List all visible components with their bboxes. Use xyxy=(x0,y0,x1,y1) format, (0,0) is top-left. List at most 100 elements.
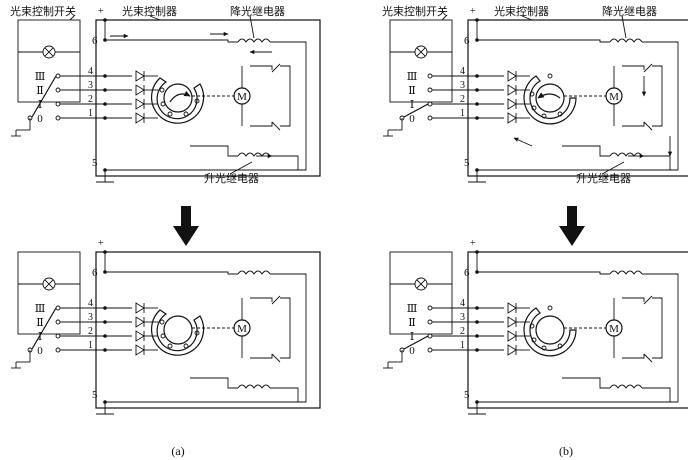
diode xyxy=(135,84,145,96)
dim-relay-coil xyxy=(609,38,643,43)
switch-label: 光束控制开关 xyxy=(382,4,448,18)
motor-label: M xyxy=(609,323,619,335)
terminal-5: 5 xyxy=(464,157,470,169)
diode xyxy=(135,112,145,124)
terminal-6: 6 xyxy=(92,267,98,279)
switch-contact xyxy=(55,333,61,339)
switch-position: Ⅰ xyxy=(410,99,414,111)
terminal-5: 5 xyxy=(92,389,98,401)
terminal-4: 4 xyxy=(88,66,93,77)
controller-frame xyxy=(95,19,321,177)
switch-position: 0 xyxy=(37,345,43,357)
controller-rotor xyxy=(535,83,565,113)
terminal-1: 1 xyxy=(88,108,93,119)
switch-contact xyxy=(55,73,61,79)
diode xyxy=(135,316,145,328)
plus-sign: + xyxy=(98,238,104,249)
terminal-3: 3 xyxy=(460,312,465,323)
plus-sign: + xyxy=(470,6,476,17)
raise-relay-label: 升光继电器 xyxy=(576,171,631,185)
terminal-6: 6 xyxy=(464,267,470,279)
motor-label: M xyxy=(237,91,247,103)
terminal-5: 5 xyxy=(464,389,470,401)
switch-position: Ⅰ xyxy=(38,99,42,111)
dim-relay-label: 降光继电器 xyxy=(230,4,285,18)
terminal-2: 2 xyxy=(460,326,465,337)
switch-contact xyxy=(55,115,61,121)
terminal-1: 1 xyxy=(460,340,465,351)
controller-ring xyxy=(150,77,205,124)
switch-position: Ⅱ xyxy=(408,85,415,97)
terminal-6: 6 xyxy=(464,35,470,47)
switch-contact xyxy=(427,347,433,353)
controller-ring xyxy=(150,309,205,356)
switch-box xyxy=(17,251,81,335)
terminal-4: 4 xyxy=(460,66,465,77)
terminal-3: 3 xyxy=(88,312,93,323)
diode xyxy=(507,330,517,342)
caption-b: (b) xyxy=(559,444,573,458)
terminal-3: 3 xyxy=(460,80,465,91)
switch-position: Ⅱ xyxy=(36,317,43,329)
terminal-3: 3 xyxy=(88,80,93,91)
switch-label: 光束控制开关 xyxy=(10,4,76,18)
rotation-arrow-icon xyxy=(537,92,561,99)
terminal-2: 2 xyxy=(460,94,465,105)
circuit-a-bottom: +6 4 Ⅲ 3 Ⅱ 2 Ⅰ 1 0 M 5 xyxy=(11,238,321,415)
switch-position: Ⅲ xyxy=(35,71,46,83)
switch-contact xyxy=(427,333,433,339)
controller-label: 光束控制器 xyxy=(494,4,549,18)
dim-relay-coil xyxy=(237,270,271,275)
diode xyxy=(507,98,517,110)
switch-position: Ⅲ xyxy=(407,303,418,315)
switch-position: Ⅱ xyxy=(36,85,43,97)
diode xyxy=(507,344,517,356)
switch-contact xyxy=(427,87,433,93)
controller-rotor xyxy=(163,315,193,345)
terminal-2: 2 xyxy=(88,94,93,105)
diode xyxy=(507,302,517,314)
switch-contact xyxy=(427,305,433,311)
diode xyxy=(135,70,145,82)
controller-frame xyxy=(95,251,321,409)
transition-arrow-b-head xyxy=(559,226,585,246)
switch-contact xyxy=(55,347,61,353)
switch-position: Ⅲ xyxy=(35,303,46,315)
controller-rotor xyxy=(163,83,193,113)
switch-contact xyxy=(427,73,433,79)
rotation-arrow-icon xyxy=(169,90,191,103)
terminal-2: 2 xyxy=(88,326,93,337)
terminal-5: 5 xyxy=(92,157,98,169)
switch-position: Ⅰ xyxy=(38,331,42,343)
terminal-6: 6 xyxy=(92,35,98,47)
diode xyxy=(135,344,145,356)
terminal-4: 4 xyxy=(88,298,93,309)
diode xyxy=(507,70,517,82)
diode xyxy=(135,330,145,342)
switch-box xyxy=(389,19,453,103)
circuit-a-top: +64Ⅲ3Ⅱ2Ⅰ10M5光束控制开关光束控制器降光继电器升光继电器 xyxy=(10,4,321,185)
switch-contact xyxy=(55,101,61,107)
switch-box xyxy=(389,251,453,335)
motor-label: M xyxy=(237,323,247,335)
switch-contact xyxy=(55,319,61,325)
diode xyxy=(507,112,517,124)
switch-position: Ⅰ xyxy=(410,331,414,343)
diode xyxy=(135,98,145,110)
caption-a: (a) xyxy=(171,444,184,458)
transition-arrow-b xyxy=(567,206,577,228)
terminal-4: 4 xyxy=(460,298,465,309)
controller-frame xyxy=(467,251,688,409)
dim-relay-label: 降光继电器 xyxy=(602,4,657,18)
terminal-1: 1 xyxy=(88,340,93,351)
raise-relay-label: 升光继电器 xyxy=(204,171,259,185)
switch-box xyxy=(17,19,81,103)
motor-label: M xyxy=(609,91,619,103)
raise-relay-coil xyxy=(609,384,643,389)
controller-frame xyxy=(467,19,688,177)
controller-label: 光束控制器 xyxy=(122,4,177,18)
switch-position: Ⅱ xyxy=(408,317,415,329)
